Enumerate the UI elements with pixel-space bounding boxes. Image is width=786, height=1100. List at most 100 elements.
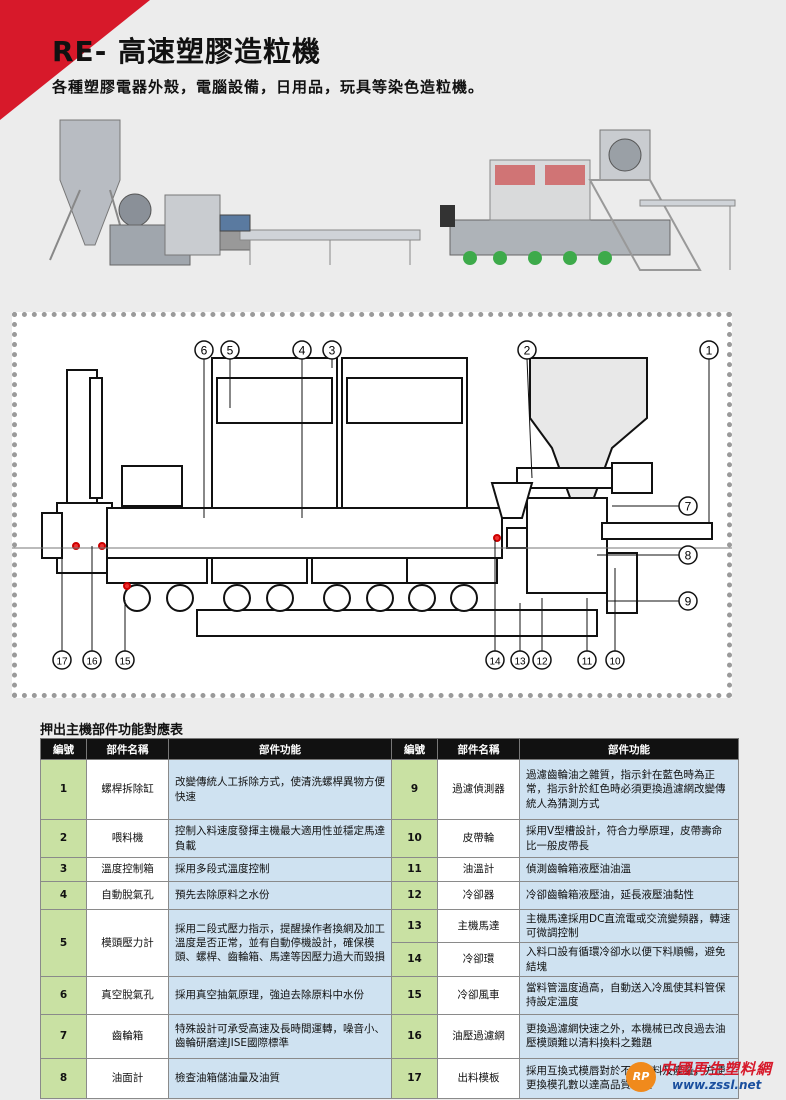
callout-circle: [517, 340, 537, 360]
callout-circle: [699, 340, 719, 360]
part-function: 採用真空抽氣原理，強迫去除原料中水份: [168, 975, 392, 1015]
part-name: 自動脫氣孔: [86, 881, 169, 910]
part-function: 偵測齒輪箱液壓油油溫: [519, 857, 739, 882]
part-name: 皮帶輪: [437, 819, 520, 858]
part-name: 喂料機: [86, 819, 169, 858]
callout-circle: [52, 650, 72, 670]
part-number: 17: [391, 1057, 438, 1099]
part-function: 採用V型槽設計，符合力學原理，皮帶壽命比一般皮帶長: [519, 819, 739, 858]
callout-circle: [115, 650, 135, 670]
callout-label: 3: [329, 344, 336, 358]
callout-label: 6: [201, 344, 208, 358]
callout-label: 7: [685, 500, 692, 514]
header-function-2: 部件功能: [519, 738, 739, 760]
callout-circle: [510, 650, 530, 670]
header-no: 編號: [40, 738, 87, 760]
part-number: 1: [40, 759, 87, 820]
table-title: 押出主機部件功能對應表: [40, 723, 184, 738]
part-function: 改變傳統人工拆除方式，使清洗螺桿異物方便快速: [168, 759, 392, 820]
page-title: RE- 高速塑膠造粒機: [52, 35, 322, 68]
part-number: 5: [40, 909, 87, 977]
callout-circle: [220, 340, 240, 360]
callout-circle: [678, 545, 698, 565]
table-row: 14 冷卻環 入料口設有循環冷卻水以便下料順暢，避免結塊: [41, 942, 739, 977]
callout-circle: [577, 650, 597, 670]
part-name: 齒輪箱: [86, 1013, 169, 1059]
table-row: 4 自動脫氣孔 預先去除原料之水份 12 冷卻器 冷卻齒輪箱液壓油，延長液壓油黏…: [40, 881, 739, 910]
site-logo: RP 中國再生塑料網 www.zssl.net: [620, 1056, 786, 1100]
part-number: 2: [40, 819, 87, 858]
callout-label: 12: [536, 657, 548, 668]
callout-circle: [678, 496, 698, 516]
site-url: www.zssl.net: [672, 1078, 762, 1092]
callout-label: 17: [56, 657, 68, 668]
parts-table: 編號 部件名稱 部件功能 編號 部件名稱 部件功能 1 螺桿拆除缸 改變傳統人工…: [40, 738, 739, 1099]
part-name: 油壓過濾網: [437, 1013, 520, 1059]
callout-circle: [605, 650, 625, 670]
part-number: 16: [391, 1013, 438, 1059]
part-function: 預先去除原料之水份: [168, 881, 392, 910]
part-number: 12: [391, 881, 438, 910]
part-number: 9: [391, 759, 438, 820]
callout-label: 10: [609, 657, 621, 668]
part-number: 11: [391, 857, 438, 882]
part-function: 當料管溫度過高，自動送入冷風使其料管保持設定溫度: [519, 975, 739, 1015]
part-name: 冷卻器: [437, 881, 520, 910]
part-function: 入料口設有循環冷卻水以便下料順暢，避免結塊: [519, 942, 739, 977]
part-number: 10: [391, 819, 438, 858]
part-function: 採用二段式壓力指示，提醒操作者換網及加工溫度是否正常，並有自動停機設計，確保模頭…: [168, 909, 392, 977]
part-function: 過濾齒輪油之雜質，指示針在藍色時為正常，指示針於紅色時必須更換過濾網改變傳統人為…: [519, 759, 739, 820]
callout-circle: [532, 650, 552, 670]
table-row: 1 螺桿拆除缸 改變傳統人工拆除方式，使清洗螺桿異物方便快速 9 過濾偵測器 過…: [40, 759, 739, 820]
part-name: 溫度控制箱: [86, 857, 169, 882]
part-name: 油面計: [86, 1057, 169, 1099]
header-function: 部件功能: [168, 738, 392, 760]
part-function: 檢查油箱儲油量及油質: [168, 1057, 392, 1099]
part-name: 油溫計: [437, 857, 520, 882]
part-number: 6: [40, 975, 87, 1015]
part-function: 特殊設計可承受高速及長時間運轉，噪音小、齒輪研磨達JISE國際標準: [168, 1013, 392, 1059]
part-number: 3: [40, 857, 87, 882]
callout-label: 16: [86, 657, 98, 668]
callout-label: 9: [685, 595, 692, 609]
callout-circle: [678, 591, 698, 611]
part-function: 控制入料速度發揮主機最大適用性並穩定馬達負載: [168, 819, 392, 858]
red-corner-decoration: [0, 0, 150, 120]
part-function: 採用多段式溫度控制: [168, 857, 392, 882]
part-number: 8: [40, 1057, 87, 1099]
part-name: 過濾偵測器: [437, 759, 520, 820]
table-row: 2 喂料機 控制入料速度發揮主機最大適用性並穩定馬達負載 10 皮帶輪 採用V型…: [40, 819, 739, 858]
callout-label: 4: [299, 344, 306, 358]
callout-label: 13: [514, 657, 526, 668]
part-number: 4: [40, 881, 87, 910]
table-row: 3 溫度控制箱 採用多段式溫度控制 11 油溫計 偵測齒輪箱液壓油油溫: [40, 857, 739, 882]
part-number: 15: [391, 975, 438, 1015]
callout-circle: [82, 650, 102, 670]
callout-label: 8: [685, 549, 692, 563]
callout-label: 14: [489, 657, 501, 668]
part-number: 14: [391, 942, 438, 977]
part-name: 主機馬達: [437, 908, 520, 944]
part-name: 冷卻環: [437, 942, 520, 977]
part-number: 13: [391, 908, 438, 944]
table-row: 5 模頭壓力計 採用二段式壓力指示，提醒操作者換網及加工溫度是否正常，並有自動停…: [40, 908, 739, 977]
callout-label: 5: [227, 344, 234, 358]
table-header-row: 編號 部件名稱 部件功能 編號 部件名稱 部件功能: [40, 738, 739, 760]
callout-circle: [194, 340, 214, 360]
part-function: 主機馬達採用DC直流電或交流變頻器，轉速可微調控制: [519, 908, 739, 944]
callout-label: 2: [524, 344, 531, 358]
callout-circle: [292, 340, 312, 360]
logo-text: 中國再生塑料網: [660, 1060, 773, 1078]
table-row: 8 油面計 檢查油箱儲油量及油質 17 出料模板 採用互換式模唇對於不同原料及產…: [40, 1057, 739, 1099]
callout-label: 1: [706, 344, 713, 358]
logo-badge: RP: [626, 1062, 656, 1092]
callout-label: 11: [582, 657, 593, 668]
header-name: 部件名稱: [86, 738, 169, 760]
callout-circle: [322, 340, 342, 360]
part-name: 模頭壓力計: [86, 909, 169, 977]
part-name: 冷卻風車: [437, 975, 520, 1015]
part-number: 7: [40, 1013, 87, 1059]
table-row: 6 真空脫氣孔 採用真空抽氣原理，強迫去除原料中水份 15 冷卻風車 當料管溫度…: [40, 975, 739, 1015]
callout-label: 15: [119, 657, 131, 668]
